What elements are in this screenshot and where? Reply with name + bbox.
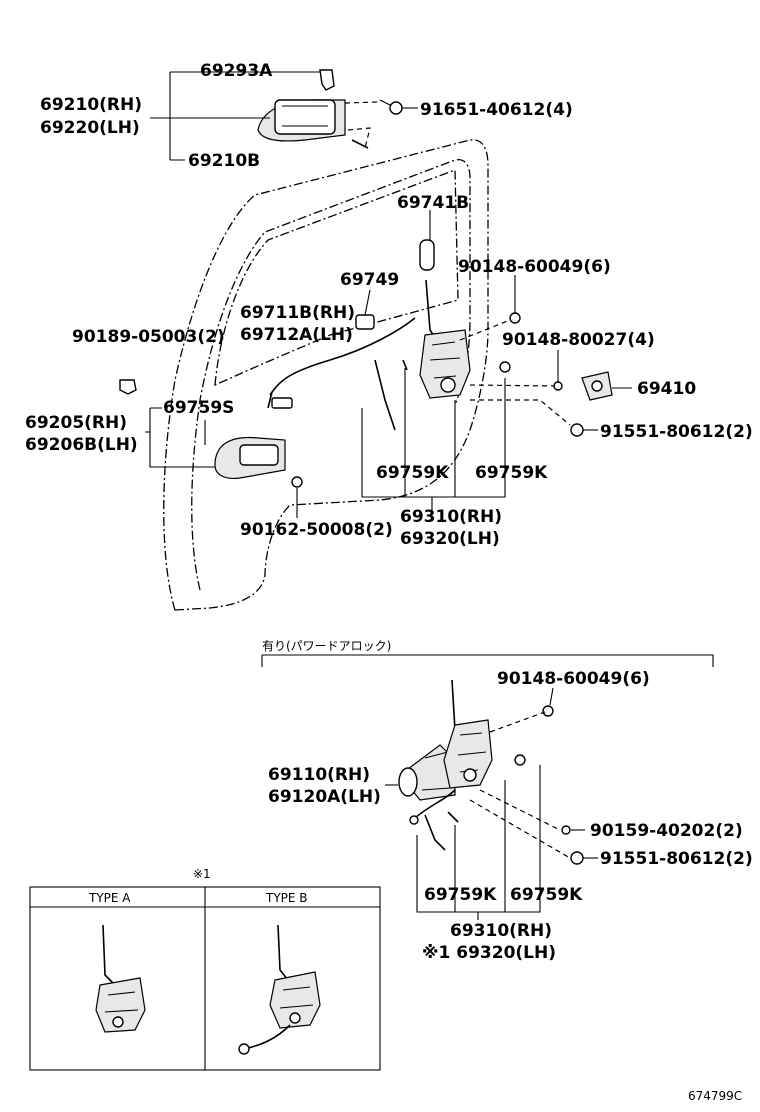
label-69759K-b: 69759K: [475, 463, 548, 483]
label-69110-rh: 69110(RH): [268, 765, 370, 785]
door-inner-outline: [191, 159, 471, 591]
label-90162: 90162-50008(2): [240, 520, 393, 540]
clip-69759S: [271, 397, 293, 409]
label-90159: 90159-40202(2): [590, 821, 743, 841]
striker-69410: [581, 371, 613, 401]
label-69210B: 69210B: [188, 151, 260, 171]
label-lower-91551: 91551-80612(2): [600, 849, 753, 869]
leader-69749: [364, 289, 371, 316]
label-lower-69759K-b: 69759K: [510, 885, 583, 905]
screw-lower-90159: [561, 825, 571, 835]
rod-69759K-lower-a: [424, 814, 446, 851]
type-a-header: TYPE A: [88, 891, 131, 905]
window-frame: [214, 169, 459, 387]
label-69220-lh: 69220(LH): [40, 118, 140, 138]
label-lower-69759K-a: 69759K: [424, 885, 497, 905]
label-90189: 90189-05003(2): [72, 327, 225, 347]
label-69410: 69410: [637, 379, 696, 399]
label-69712A: 69712A(LH): [240, 325, 353, 345]
label-69206B-lh: 69206B(LH): [25, 435, 138, 455]
label-69120A-lh: 69120A(LH): [268, 787, 381, 807]
type-b-lock-drawing: [238, 924, 321, 1055]
bracket-69205: [145, 407, 215, 468]
clip-90189: [119, 379, 137, 395]
label-lower-69310-rh: 69310(RH): [450, 921, 552, 941]
bracket-69210: [150, 71, 320, 161]
type-inset-table: ※1 TYPE A TYPE B: [29, 867, 381, 1071]
label-90148-80027: 90148-80027(4): [502, 330, 655, 350]
inside-door-handle: [214, 436, 286, 480]
label-69310-rh: 69310(RH): [400, 507, 502, 527]
rod-69210B: [351, 139, 369, 149]
screw-90148-60049: [509, 312, 521, 324]
rod-clip-69741B: [419, 239, 435, 271]
bracket-lower-69310: [416, 765, 541, 920]
label-69205-rh: 69205(RH): [25, 413, 127, 433]
label-69210-rh: 69210(RH): [40, 95, 142, 115]
rod-69759K-a: [374, 359, 396, 431]
type-a-lock-drawing: [95, 924, 146, 1033]
bracket-69310: [361, 368, 506, 510]
label-69293A: 69293A: [200, 61, 273, 81]
label-90148-60049: 90148-60049(6): [458, 257, 611, 277]
type-b-header: TYPE B: [265, 891, 308, 905]
screw-lower-91551: [570, 851, 584, 865]
cable-lower: [414, 789, 456, 819]
lower-diagram: 有り(パワードアロック) 90148-60049(6) 69: [261, 639, 753, 963]
leader-lower-90148: [549, 687, 554, 706]
screw-90162: [291, 476, 303, 488]
label-lower-69320-lh: ※1 69320(LH): [422, 943, 556, 963]
label-69320-lh: 69320(LH): [400, 529, 500, 549]
lock-actuator-motor: [398, 744, 456, 801]
label-69741B: 69741B: [397, 193, 469, 213]
label-69711B: 69711B(RH): [240, 303, 355, 323]
figure-id: 674799C: [688, 1089, 742, 1103]
upper-diagram: 69293A 69210(RH) 69220(LH) 69210B 91651-…: [25, 61, 753, 611]
screw-91551: [570, 423, 584, 437]
power-lock-bracket: [261, 654, 714, 667]
screw-91651: [379, 99, 403, 115]
power-door-lock-assembly: [443, 679, 493, 789]
screw-90148-80027: [553, 381, 563, 391]
cable-clamp-69749: [355, 314, 375, 330]
label-69759S: 69759S: [163, 398, 234, 418]
screw-lower-90148-60049: [542, 705, 554, 717]
label-lower-90148-60049: 90148-60049(6): [497, 669, 650, 689]
outside-door-handle: [257, 99, 346, 142]
rod-69759K-b: [402, 359, 408, 371]
label-69759K-a: 69759K: [376, 463, 449, 483]
door-lock-assembly: [419, 329, 471, 399]
clip-69293A: [319, 69, 335, 91]
control-cable-69711B: [269, 317, 416, 396]
label-91551: 91551-80612(2): [600, 422, 753, 442]
door-outline: [163, 139, 489, 611]
inset-note-mark: ※1: [193, 867, 211, 881]
power-lock-header: 有り(パワードアロック): [262, 639, 391, 653]
label-91651: 91651-40612(4): [420, 100, 573, 120]
label-69749: 69749: [340, 270, 399, 290]
